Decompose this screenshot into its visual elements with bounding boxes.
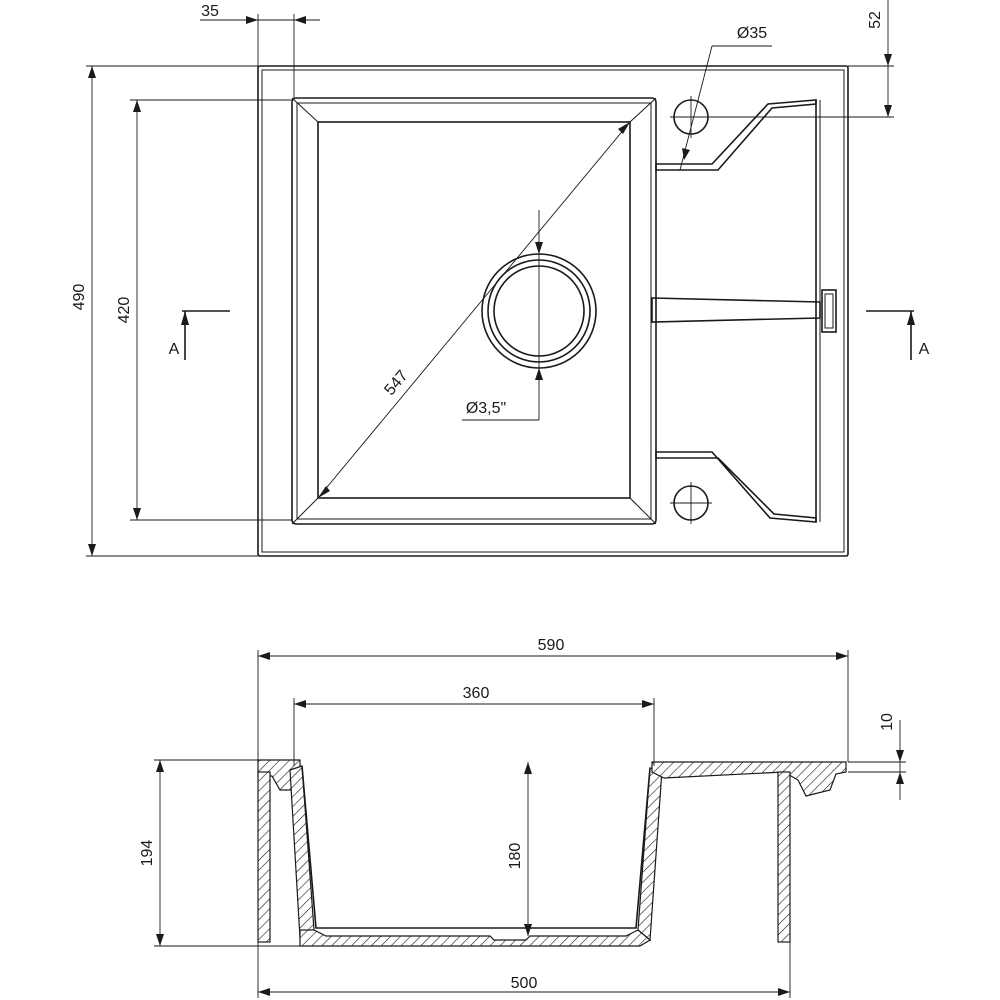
bowl-rim (291, 97, 657, 525)
dim-bowl-height: 180 (507, 843, 524, 870)
dim-total-depth: 490 (71, 284, 88, 311)
dim-bowl-width: 360 (463, 685, 490, 702)
sink-outline-inner (261, 69, 845, 553)
dim-diagonal: 547 (381, 367, 411, 398)
section-marker-right: A (919, 341, 930, 358)
dim-bowl-depth: 420 (116, 297, 133, 324)
overflow-slot (821, 289, 837, 333)
dim-flange-width: 35 (201, 3, 219, 20)
section-bowl-bottom (299, 929, 652, 947)
dim-total-width: 590 (538, 637, 565, 654)
section-cabinet-wall-right (777, 771, 791, 943)
section-marker-left: A (169, 341, 180, 358)
top-view: 35 Ø35 52 490 420 547 Ø3,5" A A (71, 0, 930, 557)
drainboard-rib-top (655, 99, 817, 171)
overflow-channel (651, 297, 821, 323)
section-bowl-wall-right (637, 767, 663, 942)
dim-total-height: 194 (139, 840, 156, 867)
sink-outline (257, 65, 849, 557)
section-view: 590 360 10 194 180 500 (139, 637, 906, 998)
dim-rim-thickness: 10 (879, 713, 896, 731)
section-cabinet-wall-left (257, 771, 271, 943)
bowl-bottom (317, 121, 631, 499)
section-bowl-wall-left (289, 765, 315, 940)
dim-cabinet-width: 500 (511, 975, 538, 992)
dim-tap-hole-diameter: Ø35 (737, 25, 767, 42)
dim-drain-diameter: Ø3,5" (466, 400, 506, 417)
dim-tap-hole-offset: 52 (867, 11, 884, 29)
drainboard-rib-bottom (655, 451, 817, 523)
section-drainboard (651, 761, 847, 797)
